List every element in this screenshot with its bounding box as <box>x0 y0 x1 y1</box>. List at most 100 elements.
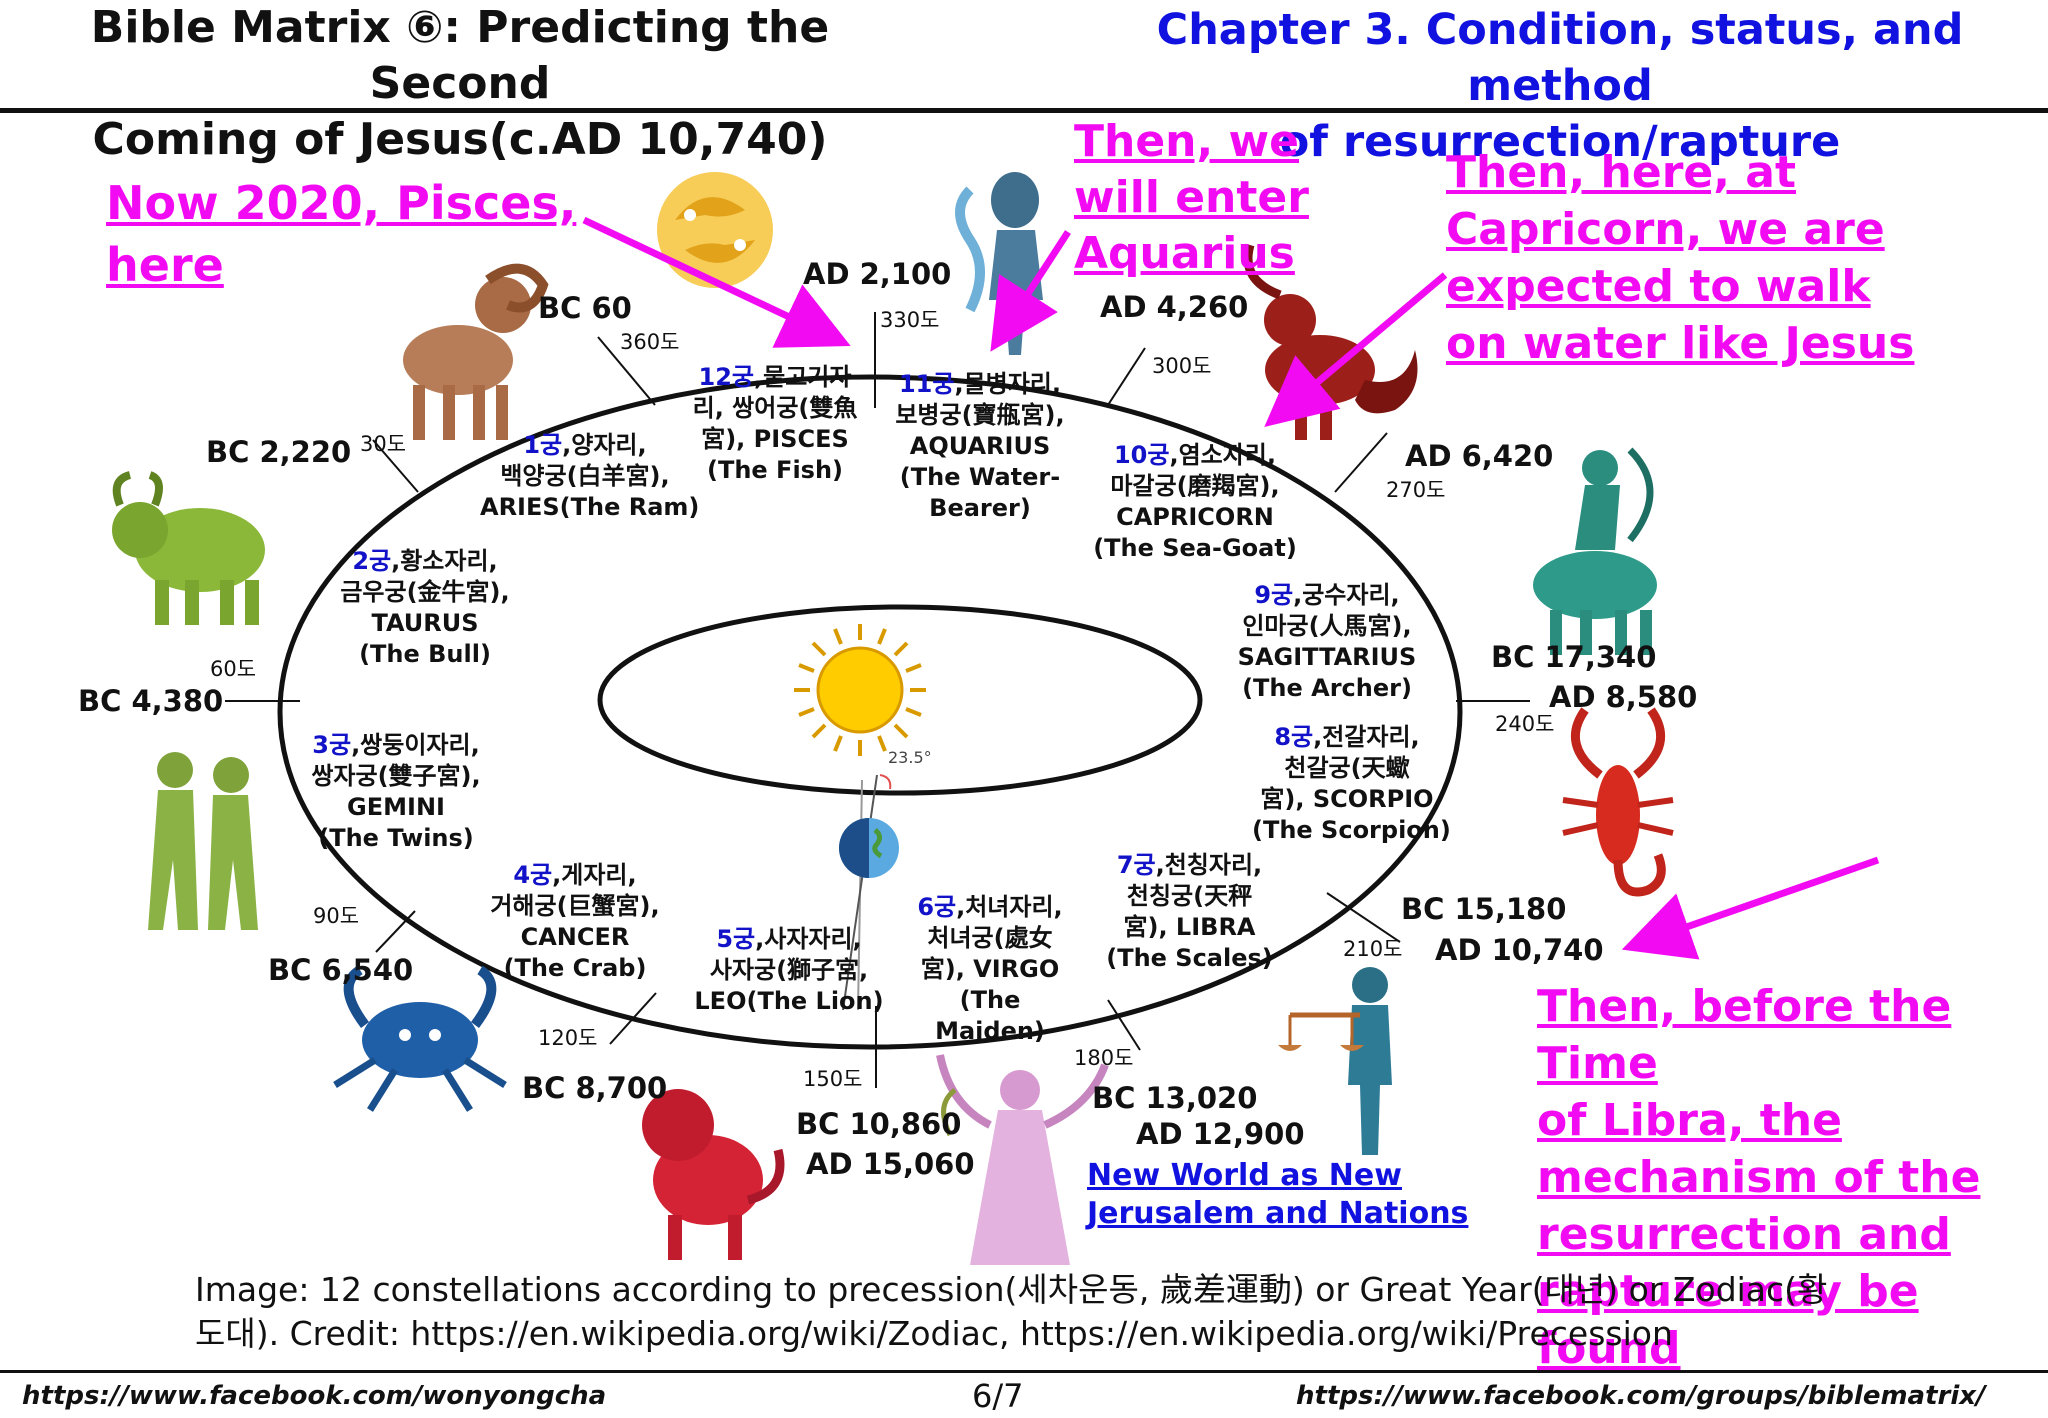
house-7-libra: 7궁,천칭자리, 천칭궁(天秤 宮), LIBRA (The Scales) <box>1102 850 1277 974</box>
house-12-number: 12궁 <box>698 363 755 391</box>
house-3-line-2: 쌍자궁(雙子宮), <box>311 762 481 790</box>
degree-120: 120도 <box>538 1026 598 1050</box>
house-6-line-5: Maiden) <box>935 1017 1045 1045</box>
house-1-line-3: ARIES(The Ram) <box>480 493 700 521</box>
new-world-link-line-1[interactable]: New World as New <box>1087 1158 1402 1193</box>
note-capricorn: Then, here, at Capricorn, we are expecte… <box>1446 144 1914 372</box>
leo-icon <box>642 1089 785 1260</box>
house-6-line-1: ,처녀자리, <box>956 893 1063 921</box>
house-3-line-1: ,쌍둥이자리, <box>351 731 480 759</box>
degree-210: 210도 <box>1343 937 1403 961</box>
house-6-line-4: (The <box>959 986 1021 1014</box>
house-12-line-1: ,물고기자 <box>754 363 852 391</box>
footer-right-link[interactable]: https://www.facebook.com/groups/biblemat… <box>1296 1381 1986 1411</box>
year-bc-8700: BC 8,700 <box>522 1071 668 1105</box>
house-5-number: 5궁 <box>716 925 756 953</box>
degree-330: 330도 <box>880 308 940 332</box>
house-1-number: 1궁 <box>523 431 563 459</box>
house-6-line-2: 처녀궁(處女 <box>927 924 1053 952</box>
house-11-line-1: ,물병자리, <box>954 370 1062 398</box>
arrow-libra <box>1621 856 1880 960</box>
note-capricorn-line-4: on water like Jesus <box>1446 318 1915 369</box>
arrow-capricorn <box>1264 272 1448 428</box>
degree-60: 60도 <box>210 657 257 681</box>
new-world-link-line-2[interactable]: Jerusalem and Nations <box>1087 1196 1469 1231</box>
image-caption-line-1: Image: 12 constellations according to pr… <box>195 1270 1828 1309</box>
house-11-aquarius: 11궁,물병자리, 보병궁(寶甁宮), AQUARIUS (The Water-… <box>880 369 1080 524</box>
libra-icon <box>1278 967 1392 1155</box>
house-8-line-2: 천갈궁(天蠍 <box>1284 754 1410 782</box>
outer-orbit <box>277 374 1463 1050</box>
house-7-line-3: 宮), LIBRA <box>1123 913 1256 941</box>
house-11-line-4: (The Water- <box>899 463 1061 491</box>
house-4-line-1: ,게자리, <box>552 861 637 889</box>
house-7-line-4: (The Scales) <box>1106 944 1273 972</box>
house-2-line-1: ,황소자리, <box>391 547 498 575</box>
house-6-line-3: 宮), VIRGO <box>920 955 1060 983</box>
house-3-gemini: 3궁,쌍둥이자리, 쌍자궁(雙子宮), GEMINI (The Twins) <box>296 730 496 854</box>
note-capricorn-line-3: expected to walk <box>1446 261 1871 312</box>
note-capricorn-line-2: Capricorn, we are <box>1446 204 1885 255</box>
year-ad-2100: AD 2,100 <box>803 257 952 291</box>
house-10-line-4: (The Sea-Goat) <box>1093 534 1297 562</box>
house-2-line-3: TAURUS <box>371 609 479 637</box>
year-ad-12900: AD 12,900 <box>1136 1117 1305 1151</box>
footer-left-link[interactable]: https://www.facebook.com/wonyongcha <box>22 1381 607 1411</box>
sagittarius-icon <box>1533 447 1657 655</box>
year-ad-4260: AD 4,260 <box>1100 290 1249 324</box>
division-ticks <box>225 312 1530 1088</box>
house-5-line-3: LEO(The Lion) <box>694 987 884 1015</box>
note-aquarius: Then, we will enter Aquarius <box>1074 114 1309 282</box>
note-aquarius-line-1: Then, we <box>1074 116 1300 167</box>
house-4-line-4: (The Crab) <box>503 954 647 982</box>
note-libra-line-4: resurrection and <box>1537 1209 1951 1260</box>
house-12-pisces: 12궁,물고기자 리, 쌍어궁(雙魚 宮), PISCES (The Fish) <box>680 362 870 486</box>
house-4-number: 4궁 <box>513 861 553 889</box>
degree-300: 300도 <box>1152 354 1212 378</box>
aries-icon <box>403 263 549 440</box>
sun-icon <box>794 624 926 756</box>
chapter-title: Chapter 3. Condition, status, and method… <box>1070 2 2048 170</box>
year-ad-15060: AD 15,060 <box>806 1147 975 1181</box>
degree-150: 150도 <box>803 1067 863 1091</box>
house-4-cancer: 4궁,게자리, 거해궁(巨蟹宮), CANCER (The Crab) <box>480 860 670 984</box>
house-12-line-4: (The Fish) <box>706 456 844 484</box>
footer-divider <box>0 1370 2048 1373</box>
note-libra: Then, before the Time of Libra, the mech… <box>1537 978 2048 1377</box>
house-7-line-2: 천칭궁(天秤 <box>1126 882 1253 910</box>
house-1-line-2: 백양궁(白羊宮), <box>500 462 670 490</box>
house-9-line-3: SAGITTARIUS <box>1237 643 1417 671</box>
house-8-number: 8궁 <box>1274 723 1314 751</box>
year-bc-10860: BC 10,860 <box>796 1107 962 1141</box>
house-7-line-1: ,천칭자리, <box>1155 851 1263 879</box>
house-8-line-1: ,전갈자리, <box>1313 723 1420 751</box>
year-bc-4380: BC 4,380 <box>78 684 224 718</box>
house-12-line-2: 리, 쌍어궁(雙魚 <box>692 394 858 422</box>
house-6-virgo: 6궁,처녀자리, 처녀궁(處女 宮), VIRGO (The Maiden) <box>900 892 1080 1047</box>
earth-icon <box>839 774 899 1011</box>
note-now-pisces: Now 2020, Pisces, here <box>106 172 576 296</box>
note-aquarius-line-3: Aquarius <box>1074 228 1295 279</box>
house-11-line-2: 보병궁(寶甁宮), <box>895 401 1065 429</box>
note-libra-line-1: Then, before the Time <box>1537 981 1952 1089</box>
house-1-line-1: ,양자리, <box>562 431 647 459</box>
note-now-pisces-line-2: here <box>106 238 224 292</box>
house-3-number: 3궁 <box>312 731 352 759</box>
house-11-number: 11궁 <box>898 370 955 398</box>
house-11-line-3: AQUARIUS <box>909 432 1051 460</box>
year-bc-17340: BC 17,340 <box>1491 640 1657 674</box>
degree-90: 90도 <box>313 904 360 928</box>
house-2-line-4: (The Bull) <box>359 640 491 668</box>
house-5-line-1: ,사자자리, <box>755 925 862 953</box>
gemini-icon <box>148 752 258 930</box>
year-ad-10740: AD 10,740 <box>1435 933 1604 967</box>
chapter-title-line-1: Chapter 3. Condition, status, and method <box>1156 5 1964 111</box>
house-7-number: 7궁 <box>1116 851 1156 879</box>
slide-title: Bible Matrix ⑥: Predicting the Second Co… <box>20 0 900 168</box>
year-bc-6540: BC 6,540 <box>268 953 414 987</box>
taurus-icon <box>112 471 265 625</box>
house-9-number: 9궁 <box>1254 581 1294 609</box>
arrow-now-pisces <box>582 216 851 348</box>
new-world-link[interactable]: New World as New Jerusalem and Nations <box>1087 1157 1468 1233</box>
